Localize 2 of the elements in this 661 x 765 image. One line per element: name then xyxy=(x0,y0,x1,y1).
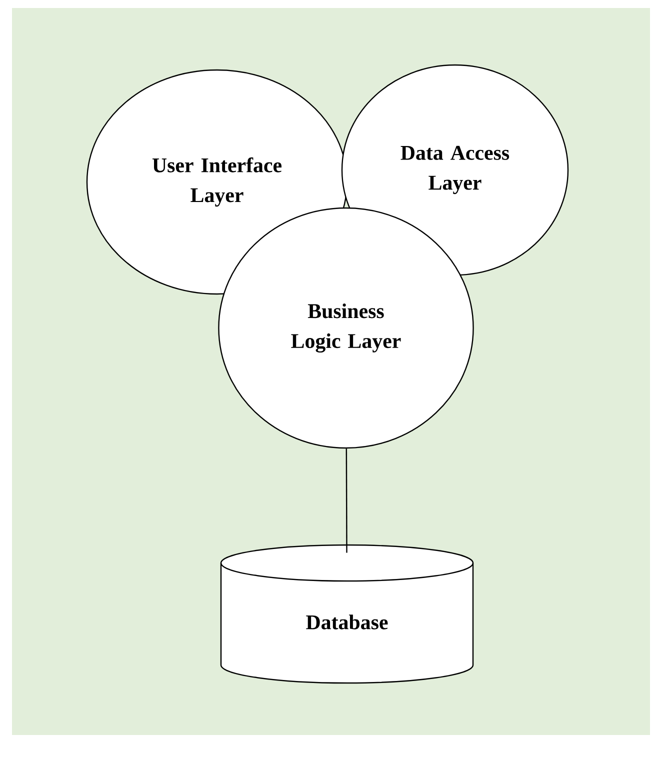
database-cylinder: Database xyxy=(220,544,474,684)
connector-line xyxy=(346,448,348,553)
